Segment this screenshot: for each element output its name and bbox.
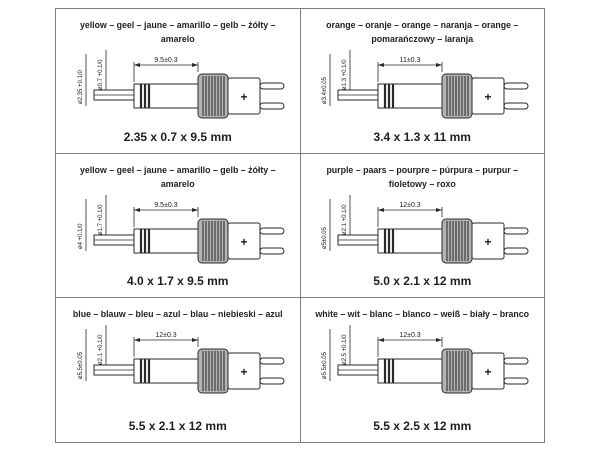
plug-body — [227, 77, 261, 115]
plug-barrel — [133, 83, 199, 109]
plug-terminal — [259, 102, 285, 110]
plug-terminal — [503, 357, 529, 365]
plug-body — [227, 352, 261, 390]
polarity-plus-symbol: + — [485, 365, 492, 379]
header-line: pomarańczowy – laranja — [371, 34, 474, 44]
header-line: purple – paars – pourpre – púrpura – pur… — [326, 164, 519, 175]
inner-diameter-label: ø1.3 +0.1/0 — [342, 59, 348, 90]
plug-card-orange-3_4mm: orange – oranje – orange – naranja – ora… — [300, 9, 544, 153]
plug-terminal — [503, 377, 529, 385]
plug-terminal — [503, 227, 529, 235]
outer-diameter-label: ø5.5±0.05 — [322, 352, 328, 380]
inner-diameter-label: ø0.7 +0.1/0 — [98, 59, 104, 90]
size-label: 5.0 x 2.1 x 12 mm — [373, 274, 472, 289]
polarity-plus-symbol: + — [240, 365, 247, 379]
outer-diameter-label: ø3.4±0.05 — [322, 76, 328, 104]
header-line: amarelo — [160, 34, 195, 44]
plug-technical-drawing: ø3.4±0.05 ø1.3 +0.1/0 11±0.3 + — [322, 50, 529, 119]
size-label: 2.35 x 0.7 x 9.5 mm — [123, 129, 232, 144]
size-label: 5.5 x 2.1 x 12 mm — [128, 419, 227, 433]
outer-diameter-label: ø2.35 +0.1/0 — [78, 69, 84, 104]
header-line: orange – oranje – orange – naranja – ora… — [326, 20, 519, 30]
plug-terminal — [503, 247, 529, 255]
plug-barrel — [133, 358, 199, 384]
plug-barrel — [133, 228, 199, 254]
plug-body — [471, 77, 505, 115]
header-line: yellow – geel – jaune – amarillo – gelb … — [79, 20, 276, 30]
color-names-header: yellow – geel – jaune – amarillo – gelb … — [80, 18, 276, 46]
plug-technical-drawing: ø5±0.05 ø2.1 +0.1/0 12±0.3 + — [322, 194, 529, 264]
plug-terminal — [503, 102, 529, 110]
length-dimension-label: 12±0.3 — [400, 332, 421, 339]
plug-technical-drawing: ø2.35 +0.1/0 ø0.7 +0.1/0 9.5±0.3 + — [78, 50, 285, 119]
plug-card-yellow-4_0mm: yellow – geel – jaune – amarillo – gelb … — [56, 153, 300, 298]
polarity-plus-symbol: + — [485, 235, 492, 249]
outer-diameter-label: ø5.5±0.05 — [78, 352, 84, 380]
plug-barrel — [377, 83, 443, 109]
color-names-header: purple – paars – pourpre – púrpura – pur… — [326, 163, 518, 191]
plug-card-yellow-2_35mm: yellow – geel – jaune – amarillo – gelb … — [56, 9, 300, 153]
plug-technical-drawing: ø5.5±0.05 ø2.1 +0.1/0 12±0.3 + — [78, 325, 285, 394]
plug-barrel — [377, 358, 443, 384]
length-dimension-label: 9.5±0.3 — [154, 202, 177, 209]
plug-terminal — [259, 247, 285, 255]
length-dimension-label: 12±0.3 — [400, 202, 421, 209]
plug-barrel — [377, 228, 443, 254]
plug-card-blue-5_5mm: blue – blauw – bleu – azul – blau – nieb… — [56, 298, 300, 442]
polarity-plus-symbol: + — [240, 235, 247, 249]
color-names-header: white – wit – blanc – blanco – weiß – bi… — [315, 307, 529, 321]
plug-terminal — [259, 357, 285, 365]
plug-terminal — [259, 82, 285, 90]
length-dimension-label: 9.5±0.3 — [154, 57, 177, 64]
color-names-header: blue – blauw – bleu – azul – blau – nieb… — [73, 307, 283, 321]
plug-terminal — [503, 82, 529, 90]
header-line: blue – blauw – bleu – azul – blau – nieb… — [72, 309, 283, 320]
plug-terminal — [259, 377, 285, 385]
plug-technical-drawing: ø5.5±0.05 ø2.5 +0.1/0 12±0.3 + — [322, 325, 529, 394]
plug-body — [471, 222, 505, 260]
plug-technical-drawing: ø4 +0.1/0 ø1.7 +0.1/0 9.5±0.3 + — [78, 194, 285, 264]
inner-diameter-label: ø1.7 +0.1/0 — [98, 203, 104, 234]
inner-diameter-label: ø2.1 +0.1/0 — [98, 334, 104, 365]
header-line: fioletowy – roxo — [388, 178, 456, 189]
header-line: white – wit – blanc – blanco – weiß – bi… — [315, 309, 530, 320]
outer-diameter-label: ø4 +0.1/0 — [78, 222, 84, 248]
polarity-plus-symbol: + — [485, 90, 492, 104]
length-dimension-label: 11±0.3 — [400, 57, 421, 64]
plug-body — [227, 222, 261, 260]
header-line: yellow – geel – jaune – amarillo – gelb … — [79, 164, 276, 175]
color-names-header: yellow – geel – jaune – amarillo – gelb … — [80, 163, 276, 191]
header-line: amarelo — [160, 178, 195, 189]
plug-terminal — [259, 227, 285, 235]
color-names-header: orange – oranje – orange – naranja – ora… — [326, 18, 518, 46]
size-label: 3.4 x 1.3 x 11 mm — [373, 129, 471, 144]
polarity-plus-symbol: + — [240, 90, 247, 104]
inner-diameter-label: ø2.5 +0.1/0 — [342, 334, 348, 365]
plug-card-white-5_5mm: white – wit – blanc – blanco – weiß – bi… — [300, 298, 544, 442]
inner-diameter-label: ø2.1 +0.1/0 — [342, 203, 348, 234]
size-label: 5.5 x 2.5 x 12 mm — [373, 419, 472, 433]
plug-catalog-grid: yellow – geel – jaune – amarillo – gelb … — [55, 8, 545, 443]
plug-body — [471, 352, 505, 390]
outer-diameter-label: ø5±0.05 — [322, 226, 328, 249]
plug-card-purple-5_0mm: purple – paars – pourpre – púrpura – pur… — [300, 153, 544, 298]
size-label: 4.0 x 1.7 x 9.5 mm — [127, 274, 229, 289]
length-dimension-label: 12±0.3 — [155, 332, 176, 339]
